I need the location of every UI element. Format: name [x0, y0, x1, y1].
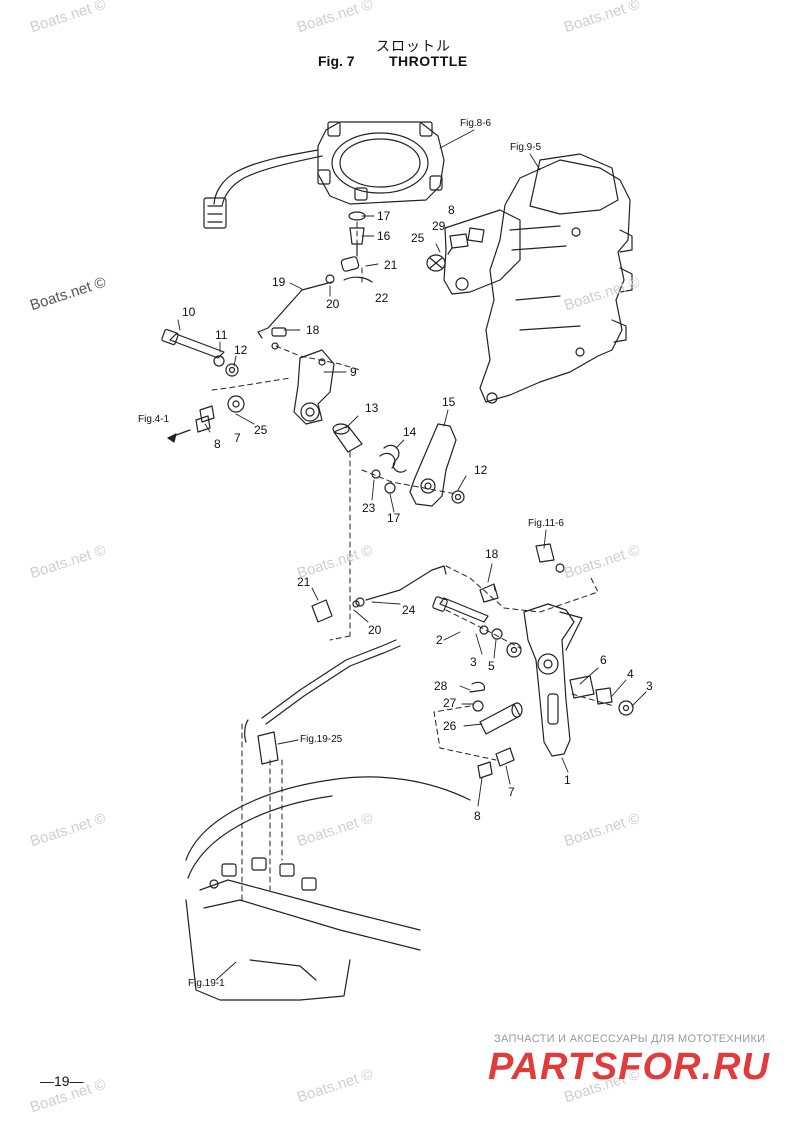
callout-5: 5 [488, 659, 495, 673]
callout-4: 4 [627, 667, 634, 681]
ref-fig-4-1: Fig.4-1 [138, 414, 170, 425]
ref-fig-19-1: Fig.19-1 [188, 978, 225, 989]
callout-18-lower: 18 [485, 547, 499, 561]
callout-21-upper: 21 [384, 258, 398, 272]
ref-fig-9-5: Fig.9-5 [510, 142, 542, 153]
callout-3-left: 3 [470, 655, 477, 669]
part-callout-numbers: 17 16 21 22 20 19 25 29 8 18 10 11 12 9 … [182, 203, 653, 823]
magneto-stator-assembly [203, 121, 445, 229]
callout-20-upper: 20 [326, 297, 340, 311]
ref-fig-19-25: Fig.19-25 [300, 734, 343, 745]
callout-1: 1 [564, 773, 571, 787]
ref-fig-8-6: Fig.8-6 [460, 118, 492, 129]
upper-linkage-parts [257, 211, 485, 339]
callout-leaders [177, 215, 647, 981]
callout-17-upper: 17 [377, 209, 391, 223]
callout-12-left: 12 [234, 343, 248, 357]
callout-8-left: 8 [214, 437, 221, 451]
callout-25-lower: 25 [254, 423, 268, 437]
callout-22: 22 [375, 291, 389, 305]
callout-10: 10 [182, 305, 196, 319]
lower-cowling [185, 776, 471, 1001]
figure-number: Fig. 7 [318, 53, 355, 69]
callout-19: 19 [272, 275, 286, 289]
callout-7-left: 7 [234, 431, 241, 445]
callout-11: 11 [215, 328, 228, 342]
callout-18-upper: 18 [306, 323, 320, 337]
callout-20-lower: 20 [368, 623, 382, 637]
callout-8-upper: 8 [448, 203, 455, 217]
callout-16: 16 [377, 229, 391, 243]
callout-27: 27 [443, 696, 457, 710]
collar-spring-arm [332, 423, 465, 507]
callout-15: 15 [442, 395, 456, 409]
callout-6: 6 [600, 653, 607, 667]
callout-13: 13 [365, 401, 379, 415]
callout-17-lower: 17 [387, 511, 401, 525]
brand-subtitle: ЗАПЧАСТИ И АКСЕССУАРЫ ДЛЯ МОТОТЕХНИКИ [494, 1033, 766, 1045]
callout-23: 23 [362, 501, 376, 515]
callout-24: 24 [402, 603, 416, 617]
callout-7-lower: 7 [508, 785, 515, 799]
callout-26: 26 [443, 719, 457, 733]
callout-9: 9 [350, 365, 357, 379]
lower-linkage-rod [311, 565, 499, 623]
page-title-japanese: スロットル [376, 39, 451, 55]
callout-21-lower: 21 [297, 575, 311, 589]
throttle-cam-lever [161, 327, 335, 443]
callout-2: 2 [436, 633, 443, 647]
callout-28: 28 [434, 679, 448, 693]
ref-fig-11-6: Fig.11-6 [528, 518, 564, 529]
throttle-cable [244, 639, 401, 765]
callout-29: 29 [432, 219, 446, 233]
electrical-bracket-housing [443, 153, 633, 404]
page-number: —19— [40, 1073, 84, 1089]
assembly-guide-lines [211, 221, 615, 901]
callout-25-upper: 25 [411, 231, 425, 245]
figure-references: Fig.8-6 Fig.9-5 Fig.4-1 Fig.11-6 Fig.19-… [138, 118, 564, 989]
callout-12-right: 12 [474, 463, 488, 477]
callout-8-lower: 8 [474, 809, 481, 823]
brand-logo: PARTSFOR.RU [488, 1046, 770, 1088]
fig-11-6-fitting [535, 543, 565, 573]
page-title: THROTTLE [389, 53, 468, 69]
callout-3-right: 3 [646, 679, 653, 693]
callout-14: 14 [403, 425, 417, 439]
figure-ref-leaders [439, 129, 547, 549]
main-throttle-lever [432, 596, 634, 779]
